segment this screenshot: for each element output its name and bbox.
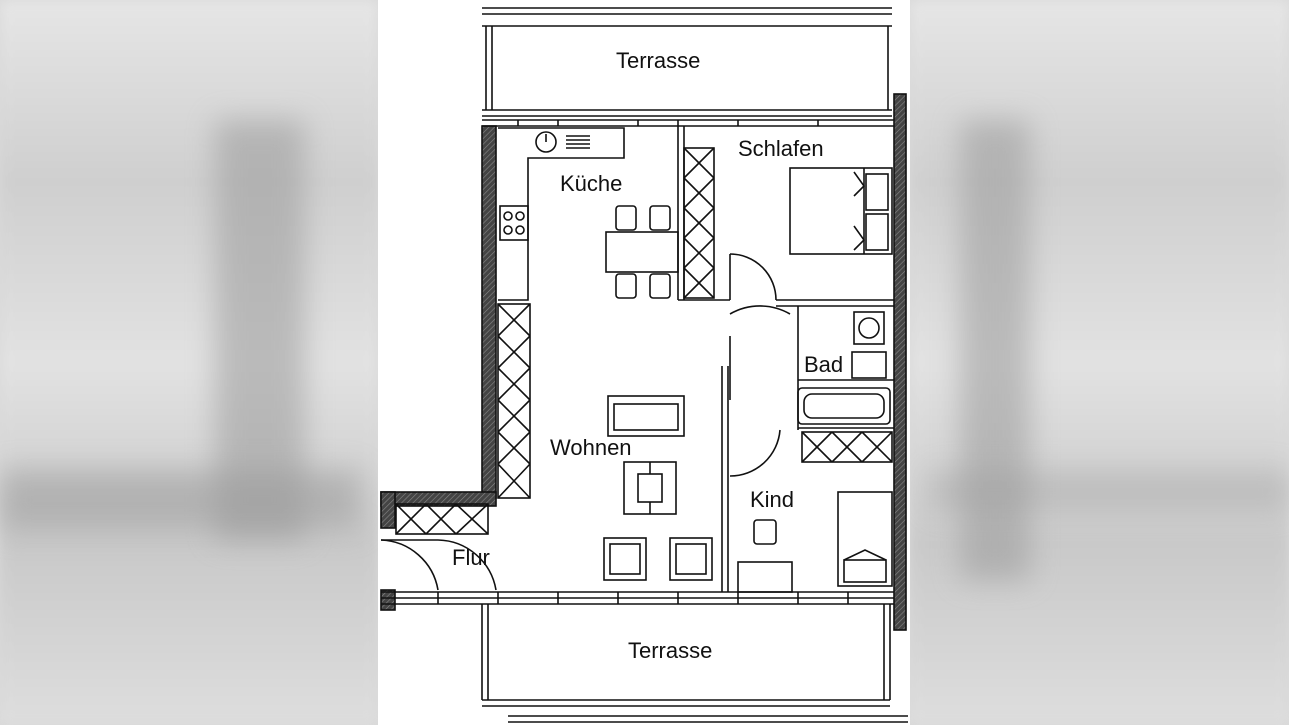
room-label-living: Wohnen xyxy=(550,435,632,460)
room-label-hallway: Flur xyxy=(452,545,490,570)
coffee-table xyxy=(623,461,677,515)
room-label-terrace-bottom: Terrasse xyxy=(628,638,712,663)
single-bed xyxy=(837,491,893,587)
wall-living-child xyxy=(721,305,791,592)
floor-plan: Terrasse Küche Schlafen Bad Wohnen Kind … xyxy=(378,0,910,725)
room-label-bathroom: Bad xyxy=(804,352,843,377)
wall-hall-west-lower xyxy=(380,589,396,611)
terrace-top xyxy=(482,7,892,117)
blurred-wall-shape-left-lower xyxy=(0,470,360,530)
double-bed xyxy=(789,167,893,255)
sofa xyxy=(607,395,685,437)
room-label-terrace-top: Terrasse xyxy=(616,48,700,73)
bedroom-door xyxy=(729,253,894,307)
room-label-bedroom: Schlafen xyxy=(738,136,824,161)
armchairs xyxy=(603,537,713,581)
stove-icon xyxy=(499,205,529,241)
bathtub-icon xyxy=(797,387,891,425)
dining-table xyxy=(605,205,679,299)
wall-west xyxy=(481,125,497,499)
wall-south xyxy=(381,591,894,605)
wardrobe-living xyxy=(497,303,531,499)
desk xyxy=(737,519,793,593)
wardrobe-kitchen-bedroom xyxy=(677,126,730,301)
wall-north xyxy=(482,119,894,127)
room-label-child: Kind xyxy=(750,487,794,512)
wall-east xyxy=(893,93,907,631)
room-label-kitchen: Küche xyxy=(560,171,622,196)
wardrobe-child xyxy=(801,431,893,463)
wall-hall-west-upper xyxy=(380,491,396,529)
blurred-background-left xyxy=(0,0,378,725)
wardrobe-hall xyxy=(395,503,489,535)
terrace-bottom xyxy=(481,604,908,723)
bathroom-sink-icon xyxy=(858,317,880,339)
floor-plan-drawing: Terrasse Küche Schlafen Bad Wohnen Kind … xyxy=(380,7,908,723)
blurred-wall-shape-right xyxy=(960,120,1030,580)
bathroom-fixtures xyxy=(797,306,894,430)
entrance-door xyxy=(380,539,497,591)
blurred-wall-shape-right-lower xyxy=(930,470,1289,510)
kitchen-counter xyxy=(498,127,625,301)
kitchen-sink-icon xyxy=(535,131,557,153)
